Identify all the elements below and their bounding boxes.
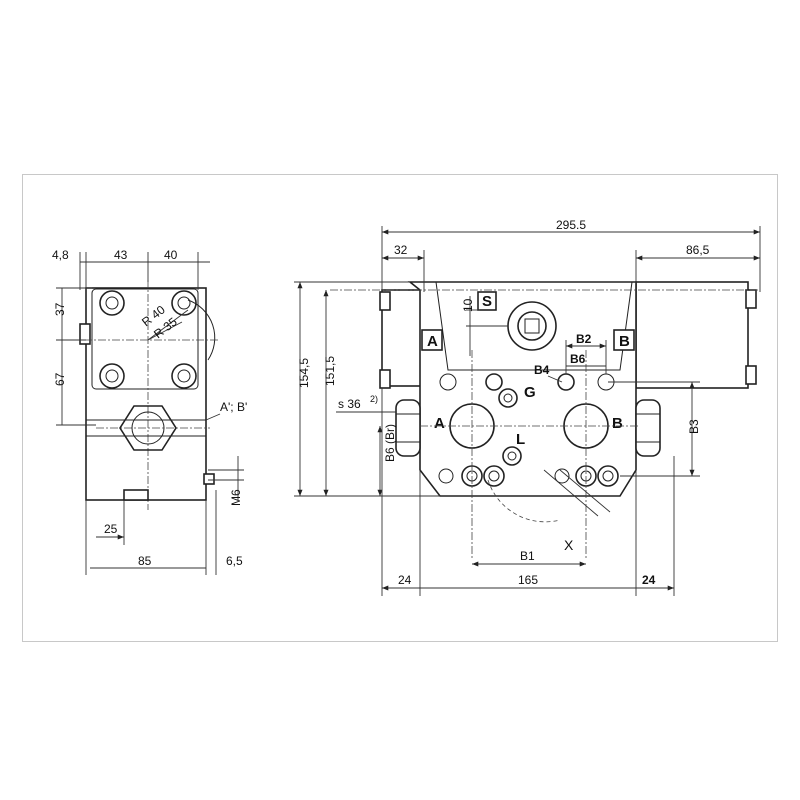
dim-b3: B3 [687, 419, 701, 434]
dim-165: 165 [518, 573, 538, 587]
thread-m6: M6 [229, 489, 243, 506]
dim-37: 37 [53, 302, 67, 316]
dim-b6-br: B6 (Br) [383, 424, 397, 462]
side-tab [79, 323, 91, 345]
dim-24-right: 24 [642, 573, 656, 587]
side-flange-bolts [99, 290, 197, 389]
x-swing-arc [487, 479, 561, 523]
dim-40: 40 [164, 248, 178, 262]
label-b-port: B [612, 415, 623, 432]
side-flange [91, 288, 199, 390]
dim-s36: s 36 [338, 397, 361, 411]
dim-s36-note: 2) [370, 394, 378, 404]
dim-67: 67 [53, 372, 67, 386]
label-box-b [613, 329, 635, 351]
right-port-plug [635, 399, 661, 457]
port-g [498, 388, 518, 408]
radius-arc [187, 299, 216, 361]
label-s: S [482, 293, 492, 310]
label-x: X [564, 537, 574, 553]
label-l: L [516, 431, 525, 448]
dim-86-5: 86,5 [686, 243, 710, 257]
label-g: G [524, 384, 536, 401]
dim-32: 32 [394, 243, 408, 257]
front-right-block [635, 281, 749, 389]
dim-6-5: 6,5 [226, 554, 243, 568]
port-l [502, 446, 522, 466]
dim-overall-width: 295.5 [556, 218, 586, 232]
side-housing [85, 287, 207, 501]
dim-b2: B2 [576, 332, 592, 346]
left-port-plug [395, 399, 421, 457]
dim-85: 85 [138, 554, 152, 568]
label-a-box: A [427, 333, 438, 350]
dim-43: 43 [114, 248, 128, 262]
dim-b6: B6 [570, 352, 586, 366]
label-b-box: B [619, 333, 630, 350]
side-hex-port [119, 405, 177, 451]
label-box-s [477, 291, 497, 311]
dim-25: 25 [104, 522, 118, 536]
radius-35-leader [147, 321, 183, 341]
side-view: R 40 R 35 A'; B' 4,8 43 40 37 67 [52, 248, 247, 575]
radius-40-leader [147, 309, 189, 341]
dim-24-left: 24 [398, 573, 412, 587]
dim-10: 10 [461, 298, 475, 312]
dim-151-5: 151,5 [323, 356, 337, 386]
front-housing [407, 281, 637, 497]
dim-4-8: 4,8 [52, 248, 69, 262]
front-view: S A B G A B L [294, 218, 761, 596]
dim-b1: B1 [520, 549, 535, 563]
label-box-a [421, 329, 443, 351]
dim-b4: B4 [534, 363, 550, 377]
side-port-label: A'; B' [220, 400, 247, 414]
label-a-port: A [434, 415, 445, 432]
dim-154-5: 154,5 [297, 358, 311, 388]
